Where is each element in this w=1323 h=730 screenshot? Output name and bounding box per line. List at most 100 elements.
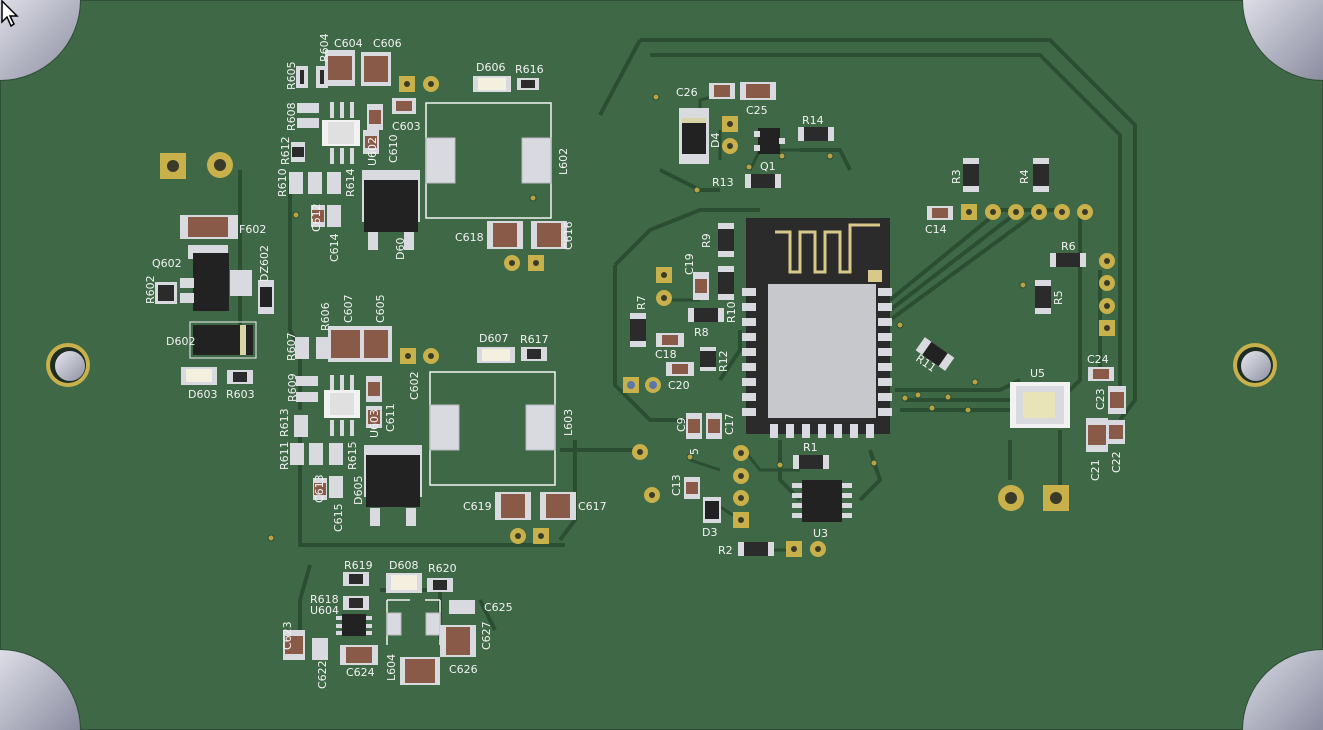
label-q602: Q602: [152, 257, 182, 270]
through-hole-pads: [160, 76, 1115, 557]
label-c19: C19: [683, 253, 696, 275]
label-c626: C626: [449, 663, 478, 676]
label-d605: D605: [352, 476, 365, 505]
label-r4: R4: [1018, 169, 1031, 184]
label-r603: R603: [226, 388, 255, 401]
label-c17: C17: [723, 413, 736, 435]
label-r616: R616: [515, 63, 544, 76]
label-q1: Q1: [760, 160, 776, 173]
label-r611: R611: [278, 441, 291, 470]
label-c612: C612: [310, 203, 323, 232]
label-r1: R1: [803, 441, 818, 454]
label-r9: R9: [700, 233, 713, 248]
label-d602: D602: [166, 335, 195, 348]
label-c624: C624: [346, 666, 375, 679]
label-u602: U602: [366, 137, 379, 166]
label-u3: U3: [813, 527, 828, 540]
label-l604: L604: [385, 654, 398, 681]
label-u5: U5: [1030, 367, 1045, 380]
label-r10: R10: [725, 301, 738, 323]
label-c23: C23: [1094, 388, 1107, 410]
label-c619: C619: [463, 500, 492, 513]
label-r8: R8: [694, 326, 709, 339]
label-r5: R5: [1052, 290, 1065, 305]
label-u604: U604: [310, 604, 339, 617]
label-r12: R12: [717, 350, 730, 372]
mouse-cursor-icon: [1, 0, 19, 28]
label-r606: R606: [319, 302, 332, 331]
label-r602: R602: [144, 275, 157, 304]
label-r612: R612: [279, 136, 292, 165]
label-c623: C623: [281, 621, 294, 650]
label-r608: R608: [285, 102, 298, 131]
label-d608: D608: [389, 559, 418, 572]
label-c615: C615: [332, 503, 345, 532]
label-r2: R2: [718, 544, 733, 557]
label-c611: C611: [384, 403, 397, 432]
label-c602: C602: [408, 371, 421, 400]
label-c25: C25: [746, 104, 768, 117]
label-c20: C20: [668, 379, 690, 392]
label-c14: C14: [925, 223, 947, 236]
label-c605: C605: [374, 294, 387, 323]
label-r604: R604: [318, 33, 331, 62]
label-d60x: D60: [394, 238, 407, 260]
label-c610: C610: [387, 134, 400, 163]
inductor-pads: [386, 137, 556, 636]
label-r607: R607: [285, 332, 298, 361]
label-c24: C24: [1087, 353, 1109, 366]
label-c622: C622: [316, 660, 329, 689]
leds: [181, 76, 515, 593]
label-c625: C625: [484, 601, 513, 614]
label-r617: R617: [520, 333, 549, 346]
label-d606: D606: [476, 61, 505, 74]
ic-packages: [180, 102, 1070, 636]
label-c618: C618: [455, 231, 484, 244]
label-c613: C613: [313, 474, 326, 503]
label-r7: R7: [635, 295, 648, 310]
label-r610: R610: [276, 168, 289, 197]
label-c617: C617: [578, 500, 607, 513]
label-c13: C13: [670, 474, 683, 496]
label-c607: C607: [342, 294, 355, 323]
label-c18: C18: [655, 348, 677, 361]
label-d3: D3: [702, 526, 717, 539]
label-r605: R605: [285, 61, 298, 90]
label-r6: R6: [1061, 240, 1076, 253]
label-r619: R619: [344, 559, 373, 572]
smd-capacitors: [180, 50, 1126, 685]
label-d607: D607: [479, 332, 508, 345]
label-c614: C614: [328, 233, 341, 262]
label-d603: D603: [188, 388, 217, 401]
label-c21: C21: [1089, 459, 1102, 481]
corner-cutout: [1243, 0, 1323, 80]
label-r3: R3: [950, 169, 963, 184]
label-c9: C9: [675, 417, 688, 432]
label-l602: L602: [557, 148, 570, 175]
label-r13: R13: [712, 176, 734, 189]
label-c606: C606: [373, 37, 402, 50]
label-f602: F602: [239, 223, 266, 236]
label-c22: C22: [1110, 451, 1123, 473]
corner-cutout: [1243, 650, 1323, 730]
label-l603: L603: [562, 409, 575, 436]
label-c616: C616: [562, 221, 575, 250]
label-r613: R613: [278, 408, 291, 437]
label-r618: R618: [310, 593, 339, 606]
label-r615: R615: [346, 441, 359, 470]
label-r14: R14: [802, 114, 824, 127]
label-r614: R614: [344, 168, 357, 197]
label-u603: U603: [368, 409, 381, 438]
label-d4: D4: [709, 133, 722, 148]
silkscreen-labels: R605 R604 C604 C606 D606 R616 R608 C603 …: [144, 33, 1123, 689]
label-r609: R609: [286, 373, 299, 402]
label-c26: C26: [676, 86, 698, 99]
mounting-hole: [1233, 343, 1277, 387]
label-c604: C604: [334, 37, 363, 50]
mounting-hole: [46, 343, 90, 387]
smd-resistors: [155, 66, 1086, 660]
corner-cutout: [0, 0, 80, 80]
